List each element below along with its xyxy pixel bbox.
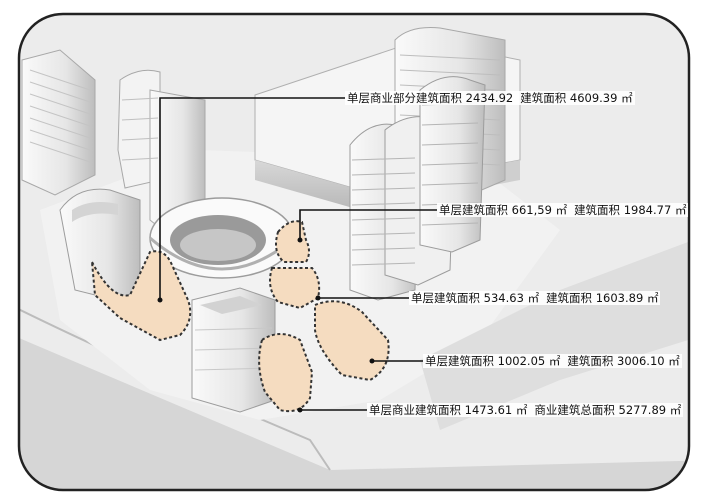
tower-right-pair [349, 76, 486, 301]
a1-single-value: 2434.92 [465, 91, 514, 105]
a5-single-value: 1473.61 [464, 403, 513, 417]
a3-single-label: 单层建筑面积 [411, 291, 480, 305]
a4-single-unit: ㎡ [548, 354, 561, 368]
a5-total-label: 商业建筑总面积 [534, 403, 615, 417]
leader-dot-a4 [369, 358, 375, 364]
a4-total-label: 建筑面积 [567, 354, 614, 368]
a3-total-label: 建筑面积 [546, 291, 593, 305]
a2-single-label: 单层建筑面积 [439, 203, 508, 217]
a2-total-label: 建筑面积 [574, 203, 621, 217]
ring-structure [149, 197, 295, 279]
tower-center-left [117, 69, 206, 233]
footprint-a1 [91, 250, 192, 342]
a5-unit: ㎡ [669, 403, 682, 417]
a1-unit: ㎡ [621, 91, 633, 105]
footprint-a3 [269, 267, 321, 310]
road [19, 330, 689, 490]
a4-single-value: 1002.05 [497, 354, 546, 368]
a2-total-value: 1984.77 [623, 203, 672, 217]
a2-unit: ㎡ [674, 203, 687, 217]
a1-single-label: 单层商业部分建筑面积 [347, 91, 462, 105]
a4-single-label: 单层建筑面积 [425, 354, 494, 368]
leader-a1 [159, 97, 345, 300]
leader-dot-a2 [297, 237, 303, 243]
annotation-a1: 单层商业部分建筑面积 2434.92 建筑面积 4609.39 ㎡ [345, 91, 635, 105]
a4-total-value: 3006.10 [617, 354, 665, 368]
a3-total-value: 1603.89 [595, 291, 644, 305]
a4-unit: ㎡ [668, 354, 680, 368]
a1-total-label: 建筑面积 [520, 91, 567, 105]
leader-dot-a5 [297, 407, 303, 413]
leader-dot-a3 [315, 295, 321, 301]
frame-border [17, 12, 691, 492]
leader-lines [159, 97, 437, 411]
a5-single-label: 单层商业建筑面积 [369, 403, 461, 417]
a3-unit: ㎡ [646, 291, 659, 305]
leader-a2 [299, 209, 437, 240]
leader-dot-a1 [157, 297, 163, 303]
a5-total-value: 5277.89 [618, 403, 667, 417]
a2-single-unit: ㎡ [555, 203, 568, 217]
a3-single-unit: ㎡ [527, 291, 540, 305]
tower-back-left [21, 49, 96, 196]
road-right [420, 230, 689, 430]
a1-total-value: 4609.39 [569, 91, 618, 105]
a2-single-value: 661,59 [511, 203, 552, 217]
a5-single-unit: ㎡ [515, 403, 528, 417]
tower-front-center [191, 287, 276, 413]
a3-single-value: 534.63 [483, 291, 524, 305]
